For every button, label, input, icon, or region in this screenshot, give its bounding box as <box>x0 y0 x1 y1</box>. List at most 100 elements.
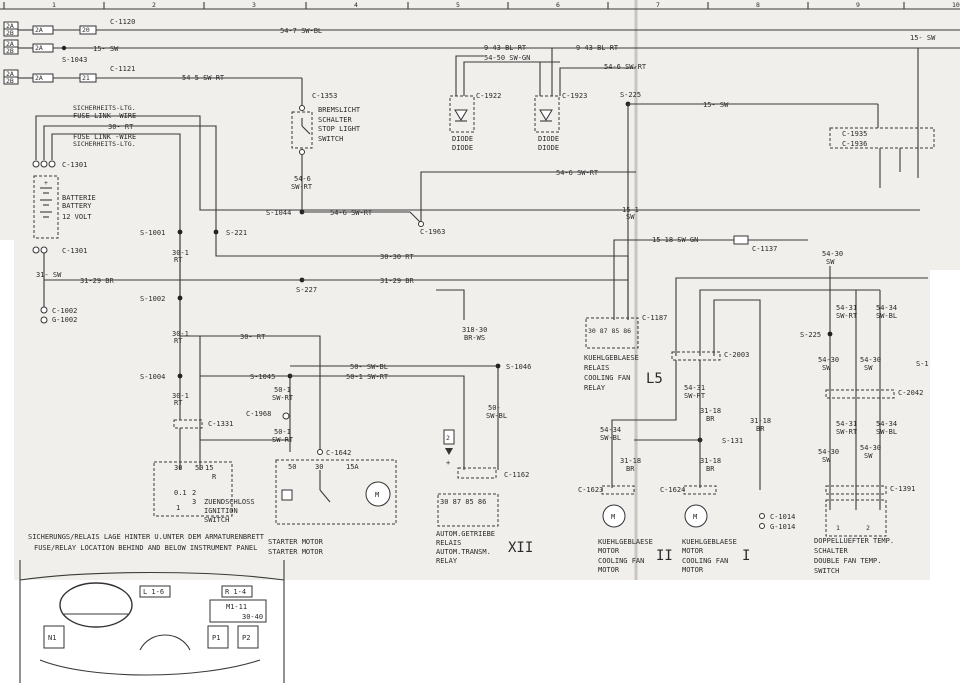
svg-text:SW: SW <box>864 452 873 460</box>
svg-text:C-1922: C-1922 <box>476 92 501 100</box>
svg-text:1: 1 <box>176 504 180 512</box>
svg-text:54-34: 54-34 <box>600 426 621 434</box>
brake-light-switch: C-1353 BREMSLICHT SCHALTER STOP LIGHT SW… <box>266 92 636 236</box>
svg-text:C-1936: C-1936 <box>842 140 867 148</box>
svg-text:54-31: 54-31 <box>836 420 857 428</box>
svg-text:15: 15 <box>205 464 213 472</box>
svg-text:31-18: 31-18 <box>700 457 721 465</box>
svg-text:IGNITION: IGNITION <box>204 507 238 515</box>
svg-text:S-131: S-131 <box>722 437 743 445</box>
column-number: 10 <box>952 1 960 9</box>
svg-text:KUEHLGEBLAESE: KUEHLGEBLAESE <box>682 538 737 546</box>
svg-text:C-1391: C-1391 <box>890 485 915 493</box>
svg-text:0.1: 0.1 <box>174 489 187 497</box>
svg-text:SW-RT: SW-RT <box>291 183 313 191</box>
svg-text:S-1: S-1 <box>916 360 929 368</box>
svg-text:54-34: 54-34 <box>876 304 897 312</box>
svg-text:3: 3 <box>192 498 196 506</box>
svg-text:I: I <box>742 548 750 564</box>
svg-text:S-1045: S-1045 <box>250 373 275 381</box>
column-number: 7 <box>656 1 660 9</box>
svg-text:30: 30 <box>315 463 323 471</box>
svg-text:MOTOR: MOTOR <box>598 566 620 574</box>
svg-text:DIODE: DIODE <box>538 144 559 152</box>
svg-text:BREMSLICHT: BREMSLICHT <box>318 106 361 114</box>
svg-text:2A: 2A <box>35 74 43 82</box>
svg-text:15-1: 15-1 <box>622 206 639 214</box>
svg-text:SCHALTER: SCHALTER <box>318 116 353 124</box>
connector-label: C-1120 <box>110 18 135 26</box>
svg-text:50: 50 <box>195 464 203 472</box>
svg-text:9-43 BL-RT: 9-43 BL-RT <box>576 44 619 52</box>
svg-text:2A: 2A <box>35 44 43 52</box>
svg-text:KUEHLGEBLAESE: KUEHLGEBLAESE <box>598 538 653 546</box>
location-note: SICHERUNGS/RELAIS LAGE HINTER U.UNTER DE… <box>28 533 265 552</box>
svg-text:30-1: 30-1 <box>172 330 189 338</box>
svg-text:2B: 2B <box>6 47 14 55</box>
svg-text:SWITCH: SWITCH <box>318 135 343 143</box>
svg-text:COOLING FAN: COOLING FAN <box>598 557 644 565</box>
instrument-panel-sketch: L 1-6 R 1-4 M1-11 30-40 N1 P1 P2 <box>19 560 285 683</box>
svg-text:R: R <box>212 473 217 481</box>
svg-text:30: 30 <box>174 464 182 472</box>
svg-text:54-50 SW-GN: 54-50 SW-GN <box>484 54 530 62</box>
svg-text:SW-BL: SW-BL <box>600 434 621 442</box>
svg-text:DIODE: DIODE <box>538 135 559 143</box>
svg-text:15- SW: 15- SW <box>703 101 729 109</box>
svg-text:C-1923: C-1923 <box>562 92 587 100</box>
column-number: 5 <box>456 1 460 9</box>
svg-text:2: 2 <box>192 489 196 497</box>
svg-text:SW: SW <box>864 364 873 372</box>
svg-text:BR: BR <box>706 415 715 423</box>
svg-text:2B: 2B <box>6 77 14 85</box>
diodes: 9-43 BL-RT 54-50 SW-GN 9-43 BL-RT 54-6 S… <box>449 44 647 152</box>
svg-text:2: 2 <box>866 524 870 532</box>
column-number: 4 <box>354 1 358 9</box>
svg-text:30-1: 30-1 <box>172 392 189 400</box>
svg-text:30 87 85 86: 30 87 85 86 <box>588 327 631 335</box>
svg-text:54-31: 54-31 <box>836 304 857 312</box>
svg-text:C-1162: C-1162 <box>504 471 529 479</box>
svg-text:54-6 SW-RT: 54-6 SW-RT <box>604 63 647 71</box>
svg-text:2: 2 <box>446 434 450 442</box>
wire-label-top-right: 15- SW <box>910 34 936 42</box>
svg-text:BR: BR <box>706 465 715 473</box>
svg-text:30-40: 30-40 <box>242 613 263 621</box>
svg-text:BR-WS: BR-WS <box>464 334 485 342</box>
svg-text:31-29 BR: 31-29 BR <box>380 277 415 285</box>
svg-text:FUSE LINK -WIRE: FUSE LINK -WIRE <box>73 133 136 141</box>
svg-text:S-1001: S-1001 <box>140 229 165 237</box>
svg-text:SWITCH: SWITCH <box>204 516 229 524</box>
svg-text:30 87 85 86: 30 87 85 86 <box>440 498 486 506</box>
connector-label: C-1301 <box>62 161 87 169</box>
svg-text:SW-BL: SW-BL <box>486 412 507 420</box>
svg-text:MOTOR: MOTOR <box>598 547 620 555</box>
motor-m-glyph: M <box>375 491 379 499</box>
svg-text:G-1014: G-1014 <box>770 523 795 531</box>
svg-text:S-1004: S-1004 <box>140 373 165 381</box>
svg-text:C-1187: C-1187 <box>642 314 667 322</box>
svg-text:BR: BR <box>626 465 635 473</box>
svg-text:C-1624: C-1624 <box>660 486 685 494</box>
svg-text:SWITCH: SWITCH <box>814 567 839 575</box>
svg-text:N1: N1 <box>48 634 56 642</box>
splice-label: S-1043 <box>62 56 87 64</box>
svg-text:C-1963: C-1963 <box>420 228 445 236</box>
svg-text:L 1-6: L 1-6 <box>143 588 164 596</box>
svg-text:COOLING FAN: COOLING FAN <box>682 557 728 565</box>
svg-text:C-1935: C-1935 <box>842 130 867 138</box>
svg-text:RELAIS: RELAIS <box>584 364 609 372</box>
svg-text:BATTERIE: BATTERIE <box>62 194 96 202</box>
svg-text:M: M <box>611 513 615 521</box>
svg-text:RELAY: RELAY <box>436 557 458 565</box>
svg-text:P2: P2 <box>242 634 250 642</box>
svg-text:RT: RT <box>174 399 183 407</box>
fuse-feed-1: 2A 2B 2A 20 C-1120 54-7 SW-BL <box>3 18 960 37</box>
svg-text:II: II <box>656 548 673 564</box>
svg-text:FUSE/RELAY LOCATION BEHIND AND: FUSE/RELAY LOCATION BEHIND AND BELOW INS… <box>34 544 257 552</box>
svg-text:54-30: 54-30 <box>818 356 839 364</box>
column-number: 6 <box>556 1 560 9</box>
svg-text:54-6: 54-6 <box>294 175 311 183</box>
automatic-transmission-relay: 318-30 BR-WS 50- SW-BL 2 + C-1162 30 87 … <box>436 289 533 565</box>
svg-text:54-31: 54-31 <box>684 384 705 392</box>
